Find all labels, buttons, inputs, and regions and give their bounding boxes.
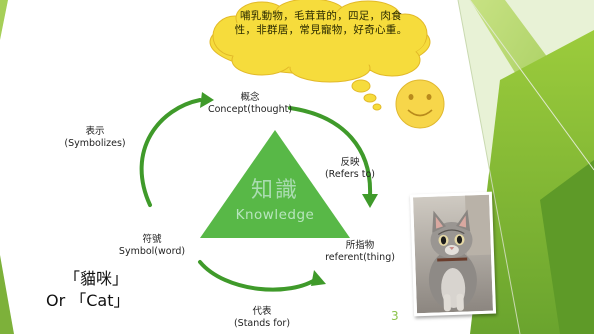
node-referent-zh: 所指物 [345,240,375,251]
bg-left-accent [0,0,8,40]
relation-stands-for-zh: 代表 [252,306,272,317]
relation-stands-for: 代表 (Stands for) [220,306,304,330]
bg-panel-dark [540,160,594,334]
arrow-refers-to [288,106,373,198]
example-word-zh: 「貓咪」 [64,269,129,288]
bg-left-accent [0,255,14,334]
knowledge-label-zh: 知識 [250,178,299,203]
node-concept-en: Concept(thought) [207,104,293,115]
node-symbol-zh: 符號 [142,234,162,245]
cat-photo-icon [412,194,494,314]
relation-symbolizes: 表示 (Symbolizes) [50,126,140,150]
knowledge-triangle [200,130,350,238]
page-number: 3 [391,309,399,323]
thought-cloud-icon [209,0,431,111]
node-concept-zh: 概念 [240,92,260,103]
cloud-description: 哺乳動物，毛茸茸的，四足，肉食性，非群居，常見寵物，好奇心重。 [234,10,408,36]
arrowhead-icon [311,270,326,286]
arrowhead-icon [362,194,378,208]
bg-divider-line [469,0,594,171]
arrow-symbolizes [139,98,202,207]
node-symbol-en: Symbol(word) [118,246,186,257]
knowledge-label-en: Knowledge [235,207,315,223]
relation-refers-to-en: (Refers to) [324,169,376,180]
example-word-en: Or 「Cat」 [46,291,130,310]
relation-refers-to-zh: 反映 [340,157,360,168]
node-concept: 概念 Concept(thought) [200,92,300,116]
node-referent-en: referent(thing) [325,252,395,263]
arrow-stands-for [198,260,320,292]
cat-photo [409,191,497,317]
node-referent: 所指物 referent(thing) [314,240,406,264]
arrowhead-icon [200,92,214,108]
relation-stands-for-en: (Stands for) [233,318,291,329]
relation-refers-to: 反映 (Refers to) [308,157,392,181]
smiley-face-icon [395,79,445,129]
relation-symbolizes-zh: 表示 [85,126,105,137]
node-symbol: 符號 Symbol(word) [110,234,194,258]
relation-symbolizes-en: (Symbolizes) [64,138,126,149]
bg-divider-line [457,0,521,334]
example-word: 「貓咪」 Or 「Cat」 [46,268,130,312]
